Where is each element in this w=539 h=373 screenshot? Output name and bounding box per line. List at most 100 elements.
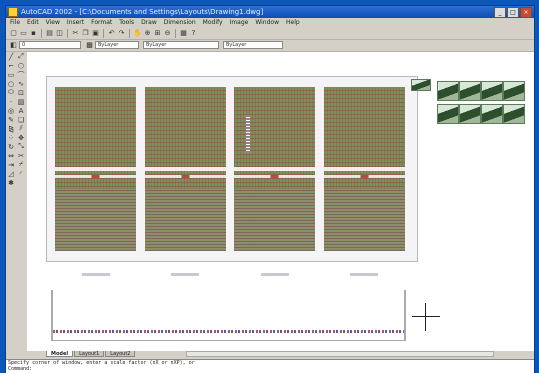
image-thumbnail[interactable] (481, 104, 503, 124)
menu-view[interactable]: View (45, 19, 60, 26)
shelf-panel[interactable] (145, 87, 226, 251)
shelf-panel[interactable] (55, 87, 136, 251)
linetype-dropdown[interactable]: ByLayer (143, 41, 219, 49)
menu-modify[interactable]: Modify (202, 19, 223, 26)
image-thumbnail[interactable] (437, 81, 459, 101)
minimize-button[interactable]: _ (494, 6, 506, 18)
point-icon[interactable]: · (9, 97, 13, 106)
drawing-area[interactable] (27, 52, 534, 351)
print-icon[interactable]: ▤ (46, 29, 53, 37)
layer-dropdown[interactable]: 0 (19, 41, 81, 49)
copy-icon[interactable]: ❐ (82, 29, 89, 37)
image-thumbnail[interactable] (411, 79, 431, 91)
text-icon[interactable]: A (18, 106, 24, 115)
layers-icon[interactable]: ◧ (10, 41, 17, 49)
image-thumbnail[interactable] (459, 104, 481, 124)
menu-window[interactable]: Window (255, 19, 280, 26)
offset-icon[interactable]: ⫽ (19, 124, 23, 132)
mirror-icon[interactable]: ⧎ (8, 124, 14, 133)
elevation-strip[interactable] (51, 290, 406, 341)
menu-insert[interactable]: Insert (66, 19, 85, 26)
tab-layout1[interactable]: Layout1 (74, 351, 105, 357)
command-line[interactable]: Specify corner of window, enter a scale … (6, 359, 534, 373)
paste-icon[interactable]: ▣ (92, 29, 99, 37)
region-icon[interactable]: ◎ (7, 106, 15, 115)
floor-plan-sheet[interactable] (46, 76, 418, 276)
array-icon[interactable]: ⁘ (8, 133, 14, 142)
menu-bar: File Edit View Insert Format Tools Draw … (6, 18, 534, 27)
circle-icon[interactable]: ○ (7, 79, 15, 88)
panel-lower-block (145, 189, 226, 251)
undo-icon[interactable]: ↶ (108, 29, 115, 37)
rotate-icon[interactable]: ↻ (8, 142, 14, 151)
copy-object-icon[interactable]: ❏ (17, 115, 25, 124)
trim-icon[interactable]: ✂ (18, 151, 24, 160)
zoom-icon[interactable]: ⊕ (144, 29, 151, 37)
panel-label (82, 273, 110, 276)
bottom-area: Model Layout1 Layout2 Specify corner of … (6, 351, 534, 373)
properties-icon[interactable]: ▦ (180, 29, 187, 37)
tab-layout2[interactable]: Layout2 (105, 351, 136, 357)
menu-format[interactable]: Format (91, 19, 113, 26)
rectangle-icon[interactable]: ▭ (7, 70, 15, 79)
lineweight-dropdown[interactable]: ByLayer (223, 41, 283, 49)
image-thumbnail[interactable] (437, 104, 459, 124)
hatch-icon[interactable]: ▨ (17, 97, 25, 106)
arc-icon[interactable]: ⌒ (17, 70, 25, 79)
extend-icon[interactable]: ⇥ (8, 160, 14, 169)
color-icon[interactable]: ▩ (86, 41, 93, 49)
redo-icon[interactable]: ↷ (118, 29, 125, 37)
image-thumbnail[interactable] (481, 81, 503, 101)
color-dropdown[interactable]: ByLayer (95, 41, 139, 49)
preview-icon[interactable]: ◫ (56, 29, 63, 37)
draw-modify-toolbar: ╱ ⤢ ⌐ ⬡ ▭ ⌒ ○ ∿ ⬭ ⊡ · ▨ ◎ A ✎ ❏ ⧎ ⫽ ⁘ ✥ … (6, 52, 26, 357)
erase-icon[interactable]: ✎ (8, 115, 14, 124)
aisle-marker (324, 175, 405, 178)
new-icon[interactable]: ▢ (10, 29, 17, 37)
zoom-window-icon[interactable]: ⊞ (154, 29, 161, 37)
construction-line-icon[interactable]: ⤢ (18, 52, 24, 60)
aisle-marker (55, 175, 136, 178)
app-icon[interactable] (8, 7, 18, 17)
image-thumbnail[interactable] (503, 81, 525, 101)
fillet-icon[interactable]: ◜ (19, 169, 23, 178)
polyline-icon[interactable]: ⌐ (8, 61, 14, 70)
menu-dimension[interactable]: Dimension (163, 19, 196, 26)
standard-toolbar: ▢ ▭ ▪ ▤ ◫ ✂ ❐ ▣ ↶ ↷ ✋ ⊕ ⊞ ⊖ ▦ ? (6, 27, 534, 40)
pan-icon[interactable]: ✋ (133, 29, 142, 37)
strip-pattern (53, 330, 404, 333)
help-icon[interactable]: ? (191, 29, 196, 37)
menu-file[interactable]: File (10, 19, 21, 26)
ellipse-icon[interactable]: ⬭ (8, 88, 14, 96)
menu-edit[interactable]: Edit (27, 19, 39, 26)
zoom-previous-icon[interactable]: ⊖ (164, 29, 171, 37)
shelf-panel[interactable] (234, 87, 315, 251)
move-icon[interactable]: ✥ (18, 133, 24, 142)
polygon-icon[interactable]: ⬡ (17, 61, 25, 70)
shelf-panel[interactable] (324, 87, 405, 251)
spline-icon[interactable]: ∿ (18, 79, 24, 88)
menu-draw[interactable]: Draw (141, 19, 157, 26)
open-icon[interactable]: ▭ (20, 29, 27, 37)
explode-icon[interactable]: ✱ (8, 178, 14, 187)
chamfer-icon[interactable]: ◿ (8, 169, 14, 178)
scale-icon[interactable]: ⤡ (18, 142, 24, 150)
maximize-button[interactable]: □ (507, 6, 519, 18)
layer-dropdown-value: 0 (22, 42, 26, 48)
horizontal-scrollbar[interactable] (186, 351, 494, 357)
menu-tools[interactable]: Tools (119, 19, 135, 26)
aisle-divider (324, 167, 405, 171)
save-icon[interactable]: ▪ (31, 29, 36, 37)
image-thumbnail[interactable] (503, 104, 525, 124)
aisle-divider (234, 167, 315, 171)
insert-block-icon[interactable]: ⊡ (18, 88, 24, 97)
tab-model[interactable]: Model (46, 351, 74, 357)
menu-image[interactable]: Image (229, 19, 249, 26)
menu-help[interactable]: Help (286, 19, 300, 26)
cut-icon[interactable]: ✂ (72, 29, 79, 37)
image-thumbnail[interactable] (459, 81, 481, 101)
close-button[interactable]: × (520, 6, 532, 18)
break-icon[interactable]: ⌿ (18, 160, 24, 168)
stretch-icon[interactable]: ⇔ (8, 151, 14, 160)
line-icon[interactable]: ╱ (8, 52, 14, 61)
